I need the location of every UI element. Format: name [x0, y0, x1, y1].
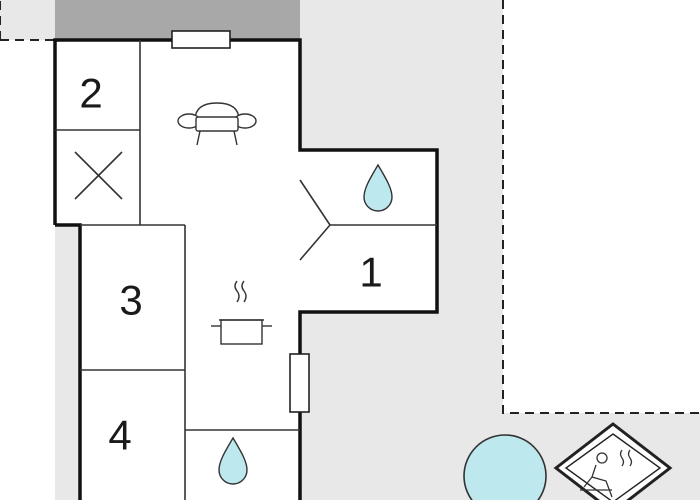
cross-mark-icon	[74, 151, 123, 200]
cooking-pot-icon	[211, 280, 272, 345]
water-drop-icon	[363, 163, 393, 212]
pool-icon	[463, 434, 547, 500]
water-drop-icon	[218, 436, 248, 485]
outside-area-white-left	[0, 40, 55, 500]
window-top	[171, 30, 231, 49]
room-1-label: 1	[359, 249, 382, 296]
window-right	[289, 353, 310, 413]
room-3-label: 3	[119, 277, 142, 324]
room-4-label: 4	[108, 412, 131, 459]
sofa-icon	[177, 102, 257, 146]
inner-walls	[55, 40, 437, 500]
outside-area-white-right	[503, 0, 700, 413]
house-interior	[55, 40, 437, 500]
plot-boundary	[0, 0, 700, 414]
sauna-icon	[553, 422, 673, 500]
room-2-label: 2	[79, 70, 102, 117]
